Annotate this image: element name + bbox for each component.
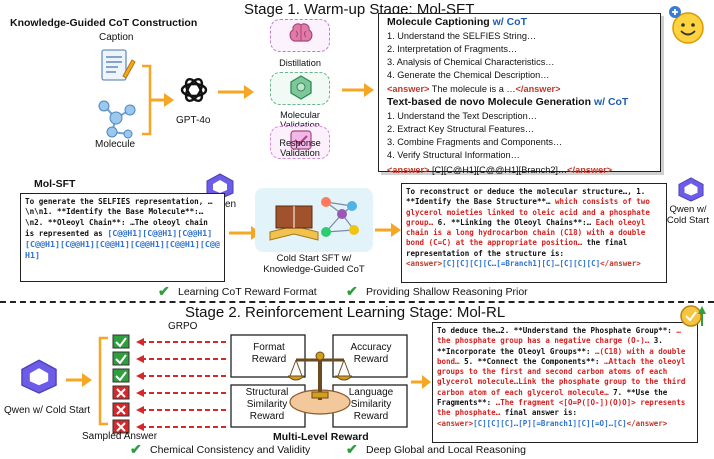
reconstruct-box: To reconstruct or deduce the molecular s… <box>401 183 667 283</box>
chemical-consistency: Chemical Consistency and Validity <box>150 444 311 456</box>
stage2-title: Stage 2. Reinforcement Learning Stage: M… <box>185 304 506 321</box>
captioning-step: 1. Understand the SELFIES String… <box>387 31 537 41</box>
structural-similarity-reward: Structural Similarity Reward <box>245 387 289 422</box>
sample-list <box>112 334 132 439</box>
happy-face-icon <box>666 4 708 51</box>
generation-steps: 1. Understand the Text Description… 2. E… <box>387 110 652 162</box>
gpt-arrow <box>218 85 254 99</box>
deep-reasoning: Deep Global and Local Reasoning <box>366 444 526 456</box>
grpo-label: GRPO <box>168 321 198 332</box>
qwen-rl-label: Qwen w/ Cold Start <box>4 405 91 416</box>
learn-shallow-prior: Providing Shallow Reasoning Prior <box>366 286 528 298</box>
multilevel-reward-label: Multi-Level Reward <box>273 431 369 443</box>
brain-icon <box>288 21 314 50</box>
captioning-answer: <answer> The molecule is a …</answer> <box>387 84 561 94</box>
badge-icon <box>676 302 710 337</box>
distillation-label: Distillation <box>279 58 321 68</box>
format-reward: Format Reward <box>251 342 287 365</box>
response-check-icon <box>288 128 314 159</box>
caption-label: Caption <box>99 32 134 43</box>
scale-icon <box>286 348 354 423</box>
cold-start-label: Cold Start SFT w/ Knowledge-Guided CoT <box>263 253 365 275</box>
accuracy-reward: Accuracy Reward <box>350 342 392 365</box>
generation-answer: <answer> [C][C@H1][C@@H1][Branch2]…</ans… <box>387 165 613 175</box>
captioning-step: 3. Analysis of Chemical Characteristics… <box>387 57 555 67</box>
cold-arrow <box>375 223 401 237</box>
gpt-label: GPT-4o <box>176 115 211 126</box>
filter-arrow <box>342 83 374 97</box>
task-box: Molecule Captioning w/ CoT 1. Understand… <box>378 13 661 175</box>
stage-divider <box>0 301 714 303</box>
input-bracket <box>142 64 174 136</box>
captioning-steps: 1. Understand the SELFIES String… 2. Int… <box>387 30 652 82</box>
cold-start-panel <box>255 188 373 252</box>
sft-example-box: To generate the SELFIES representation, … <box>20 193 225 282</box>
generation-step: 2. Extract Key Structural Features… <box>387 124 535 134</box>
generation-title: Text-based de novo Molecule Generation w… <box>387 96 629 108</box>
gpt-logo-icon <box>178 74 210 111</box>
check-icon: ✔ <box>346 283 358 299</box>
molecule-check-icon <box>286 74 316 107</box>
qwen-rl-logo-icon <box>18 357 60 400</box>
molecule-label: Molecule <box>95 139 136 150</box>
check-icon: ✔ <box>346 441 358 457</box>
check-icon: ✔ <box>130 441 142 457</box>
mol-sft-title: Mol-SFT <box>34 178 76 190</box>
molecule-icon <box>94 98 138 145</box>
captioning-step: 4. Generate the Chemical Description… <box>387 70 550 80</box>
book-brain-icon <box>264 192 364 253</box>
qwen-cold-label: Qwen w/ Cold Start <box>666 204 710 226</box>
generation-step: 4. Verify Structural Information… <box>387 150 520 160</box>
sft-example-text: To generate the SELFIES representation, … <box>25 197 220 261</box>
reward-feedback-arrows <box>136 338 226 431</box>
reward-panel: Format Reward Accuracy Reward Structural… <box>230 334 408 428</box>
deduce-box: To deduce the…2. **Understand the Phosph… <box>432 322 698 443</box>
captioning-step: 2. Interpretation of Fragments… <box>387 44 518 54</box>
check-icon: ✔ <box>158 283 170 299</box>
deduce-text: To deduce the…2. **Understand the Phosph… <box>437 326 686 428</box>
generation-step: 3. Combine Fragments and Components… <box>387 137 563 147</box>
learn-cot-format: Learning CoT Reward Format <box>178 286 317 298</box>
molecular-validation-label: Molecular Validation <box>280 110 320 130</box>
construction-title: Knowledge-Guided CoT Construction <box>10 17 198 29</box>
language-similarity-reward: Language Similarity Reward <box>348 387 394 422</box>
reward-arrow <box>411 375 431 389</box>
sampled-answer-label: Sampled Answer <box>82 431 158 442</box>
caption-icon <box>96 46 136 91</box>
response-validation-label: Response Validation <box>279 138 321 158</box>
generation-step: 1. Understand the Text Description… <box>387 111 537 121</box>
reconstruct-text: To reconstruct or deduce the molecular s… <box>406 187 650 269</box>
filter-stack: Distillation Molecular Validation Respon… <box>260 14 340 174</box>
qwen-cold-logo-icon <box>676 176 706 207</box>
sample-bracket <box>66 336 108 426</box>
captioning-title: Molecule Captioning w/ CoT <box>387 16 528 28</box>
